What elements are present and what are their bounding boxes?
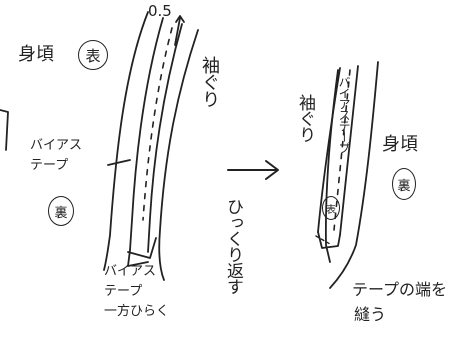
- left-bias-tape-inner: [147, 23, 183, 253]
- left-body-side-text: 表: [85, 46, 101, 65]
- right-armhole-label: 袖ぐり: [295, 94, 315, 142]
- right-bias-tape-outer: [317, 67, 341, 233]
- right-bias-tape-inner: [339, 65, 359, 236]
- left-caption-line1: バイアス: [104, 264, 157, 279]
- right-caption: テープの端を 縫う: [352, 278, 447, 328]
- flip-arrow-head: [265, 160, 279, 180]
- left-tape-side-badge: 裏: [48, 196, 74, 226]
- right-caption-line1: テープの端を: [352, 280, 448, 299]
- measure-arrow: [174, 17, 181, 46]
- measure-label: 0.5: [148, 2, 172, 20]
- right-end-stitch: [315, 235, 331, 245]
- measure-arrow-head: [175, 15, 185, 23]
- right-body-side-badge: 裏: [392, 168, 416, 200]
- left-tape-side-text: 裏: [54, 205, 68, 221]
- left-armhole-label: 袖ぐり: [199, 56, 220, 107]
- right-body-side-text: 裏: [397, 178, 411, 194]
- right-tape-side-badge: 表: [322, 196, 340, 220]
- left-armhole-outline: [158, 29, 199, 281]
- left-caption-line2: テープ: [104, 284, 143, 300]
- left-bias-tape-outer: [129, 17, 164, 251]
- left-caption-line3: 一方ひらく: [104, 304, 170, 320]
- left-bias-tape-fold: [127, 249, 149, 267]
- left-bias-tape-end: [127, 237, 157, 259]
- right-body-outline: [324, 69, 339, 263]
- right-caption-line2: 縫う: [354, 304, 387, 324]
- left-body-side-badge: 表: [78, 40, 108, 70]
- left-edge-garment-line: [0, 109, 9, 151]
- left-bias-tape-label: バイアステープ: [30, 136, 90, 175]
- right-armhole-outline: [329, 61, 379, 289]
- right-tape-side-text: 表: [326, 204, 336, 216]
- right-bias-tape-label: バイアステープ: [337, 76, 351, 153]
- flip-instruction: ひっくり返す: [223, 198, 243, 294]
- right-body-label: 身頃: [382, 134, 418, 155]
- left-leader-line: [107, 159, 131, 166]
- right-bias-tape-fold: [317, 231, 341, 249]
- left-body-label: 身頃: [18, 44, 54, 65]
- left-stitch-line: [142, 27, 173, 221]
- left-caption: バイアス テープ 一方ひらく: [104, 262, 169, 322]
- left-body-outline: [103, 11, 149, 271]
- left-bias-tape-label-text: バイアステープ: [30, 138, 83, 173]
